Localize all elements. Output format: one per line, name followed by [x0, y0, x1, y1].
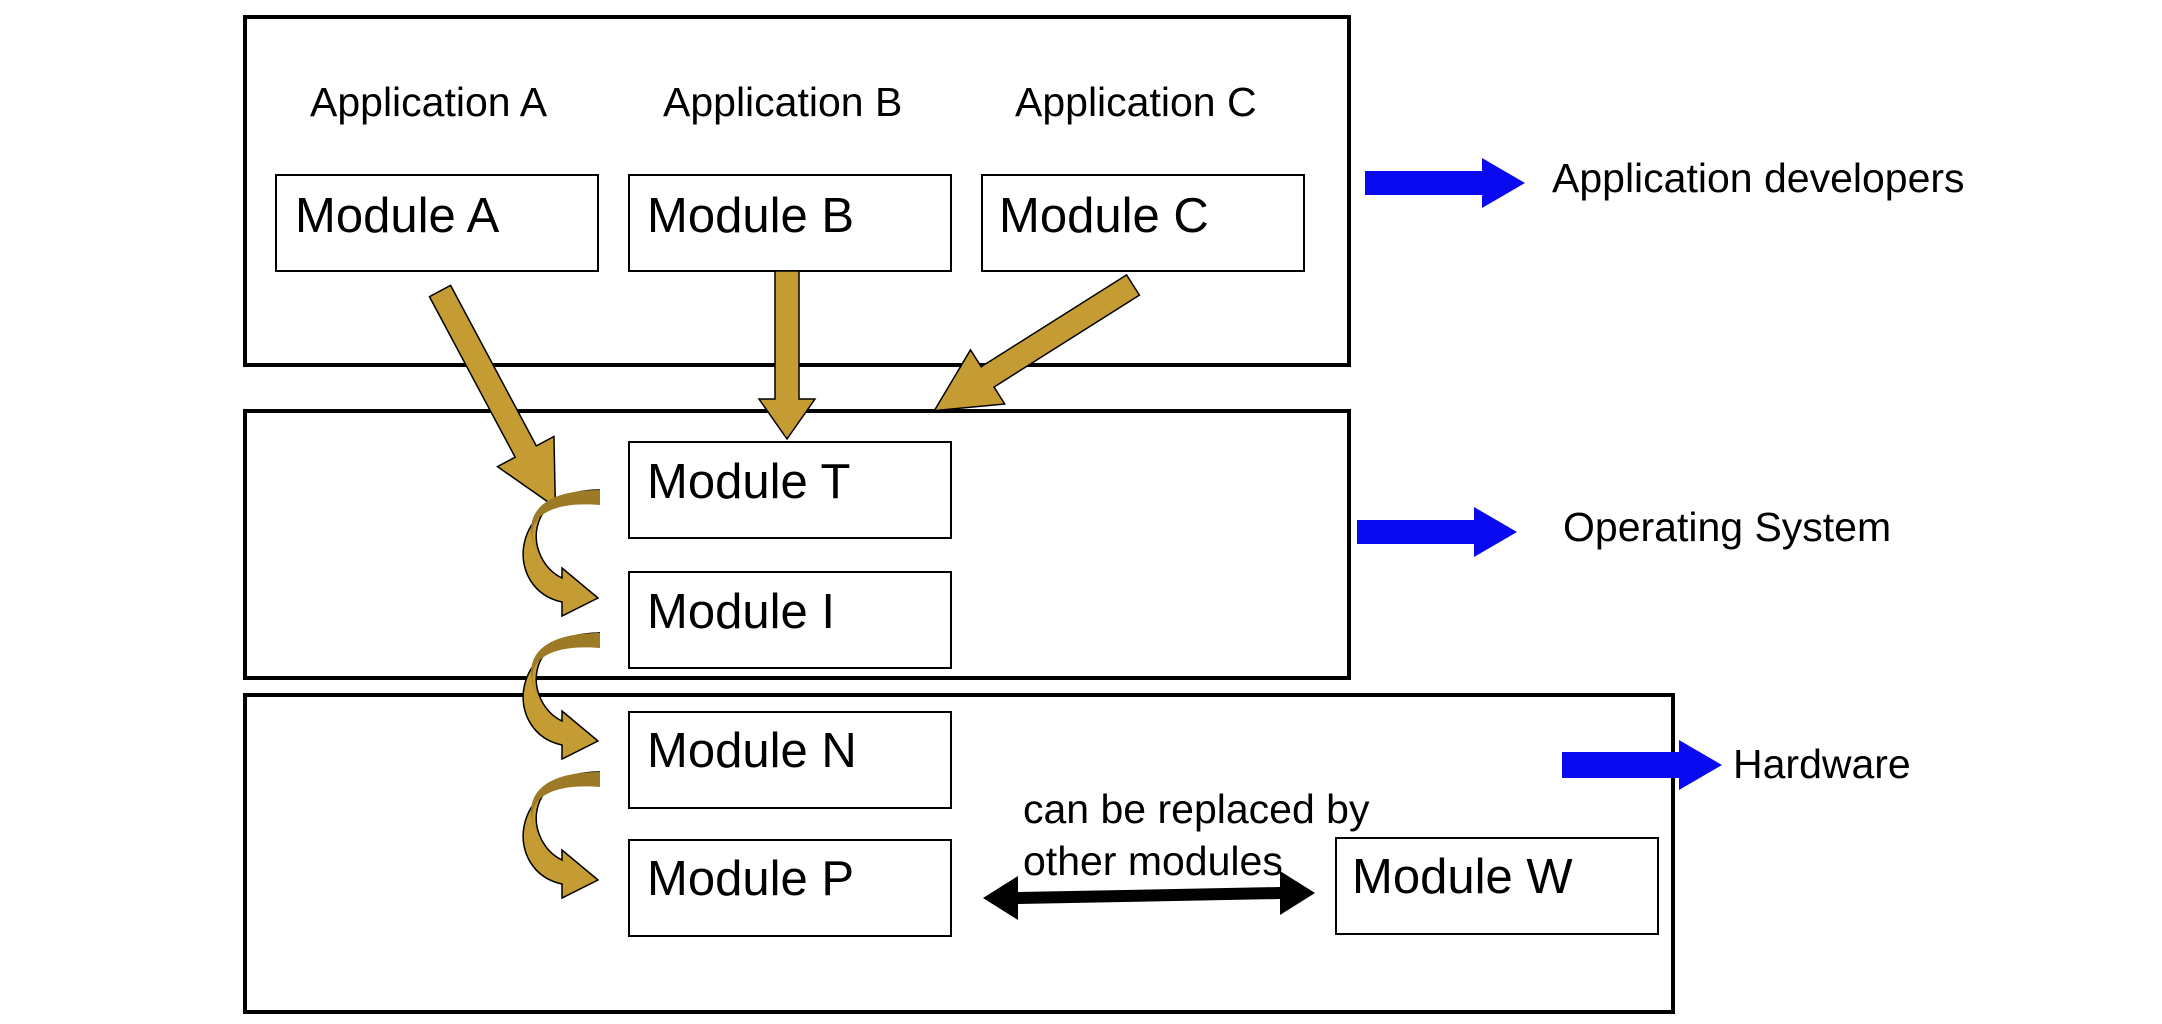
replacement-note-line-2: other modules: [1023, 838, 1283, 884]
hardware-layer-frame: [243, 693, 1675, 1014]
curved-arrow-icon: [522, 771, 601, 900]
right-arrow-icon: [1365, 158, 1525, 208]
module-p-box: [628, 839, 952, 937]
application-developers-label: Application developers: [1552, 155, 1965, 201]
hardware-label: Hardware: [1733, 741, 1911, 787]
application-b-label: Application B: [663, 79, 903, 125]
module-a-box: [275, 174, 599, 272]
application-a-label: Application A: [310, 79, 548, 125]
module-t-label: Module T: [647, 455, 851, 509]
module-c-label: Module C: [999, 189, 1209, 243]
double-headed-arrow-icon: [983, 871, 1315, 920]
module-i-box: [628, 571, 952, 669]
module-p-label: Module P: [647, 852, 855, 906]
module-a-label: Module A: [295, 189, 500, 243]
module-i-label: Module I: [647, 585, 835, 639]
module-n-label: Module N: [647, 724, 857, 778]
curved-arrow-icon: [522, 489, 601, 618]
replacement-note: can be replaced by other modules: [1023, 783, 1369, 887]
curved-arrow-icon: [522, 632, 601, 761]
application-c-label: Application C: [1015, 79, 1257, 125]
module-w-box: [1335, 837, 1659, 935]
operating-system-label: Operating System: [1563, 504, 1892, 550]
down-arrow-icon: [932, 273, 1141, 412]
right-arrow-icon: [1562, 740, 1722, 790]
module-c-box: [981, 174, 1305, 272]
module-n-box: [628, 711, 952, 809]
right-arrow-icon: [1357, 507, 1517, 557]
module-b-label: Module B: [647, 189, 855, 243]
down-arrow-icon: [757, 270, 817, 441]
module-t-box: [628, 441, 952, 539]
down-arrow-icon: [428, 284, 557, 509]
module-w-label: Module W: [1352, 850, 1573, 904]
replacement-note-line-1: can be replaced by: [1023, 786, 1370, 832]
